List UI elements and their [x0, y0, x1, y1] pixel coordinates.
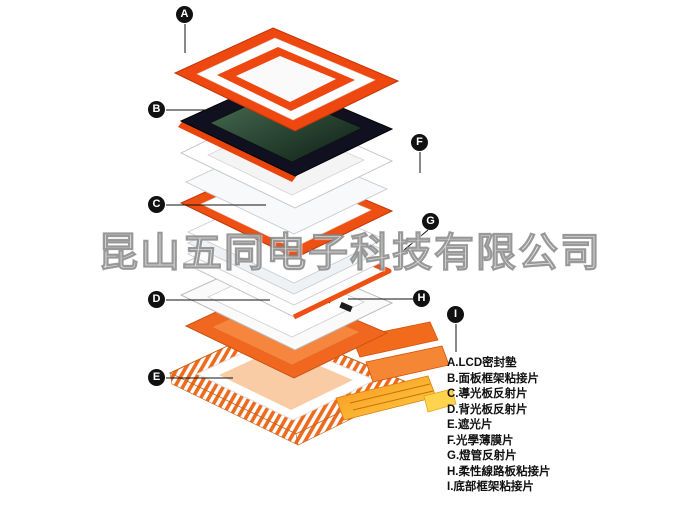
legend-item-d: D.背光板反射片: [447, 403, 528, 416]
label-marker-e: E: [148, 369, 165, 386]
legend-item-f: F.光學薄膜片: [447, 434, 514, 447]
label-marker-f: F: [411, 134, 428, 151]
label-marker-b: B: [148, 101, 165, 118]
ribbon-cables: [335, 321, 457, 421]
legend-item-h: H.柔性線路板粘接片: [447, 465, 551, 478]
label-marker-h: H: [413, 290, 430, 307]
legend-item-a: A.LCD密封墊: [447, 357, 517, 369]
label-marker-a: A: [176, 6, 193, 23]
label-marker-d: D: [148, 291, 165, 308]
legend-item-g: G.燈管反射片: [447, 450, 517, 462]
legend-item-e: E.遮光片: [447, 419, 493, 431]
legend: A.LCD密封墊 B.面板框架粘接片 C.導光板反射片 D.背光板反射片 E.遮…: [447, 356, 551, 496]
leader-lines: [166, 24, 457, 379]
label-marker-g: G: [422, 213, 439, 230]
legend-item-b: B.面板框架粘接片: [447, 372, 539, 385]
label-marker-i: I: [447, 306, 464, 323]
label-marker-c: C: [148, 196, 165, 213]
legend-item-c: C.導光板反射片: [447, 388, 528, 400]
legend-item-i: I.底部框架粘接片: [447, 481, 534, 493]
layer-a-lcd-seal-gasket: [173, 27, 400, 132]
